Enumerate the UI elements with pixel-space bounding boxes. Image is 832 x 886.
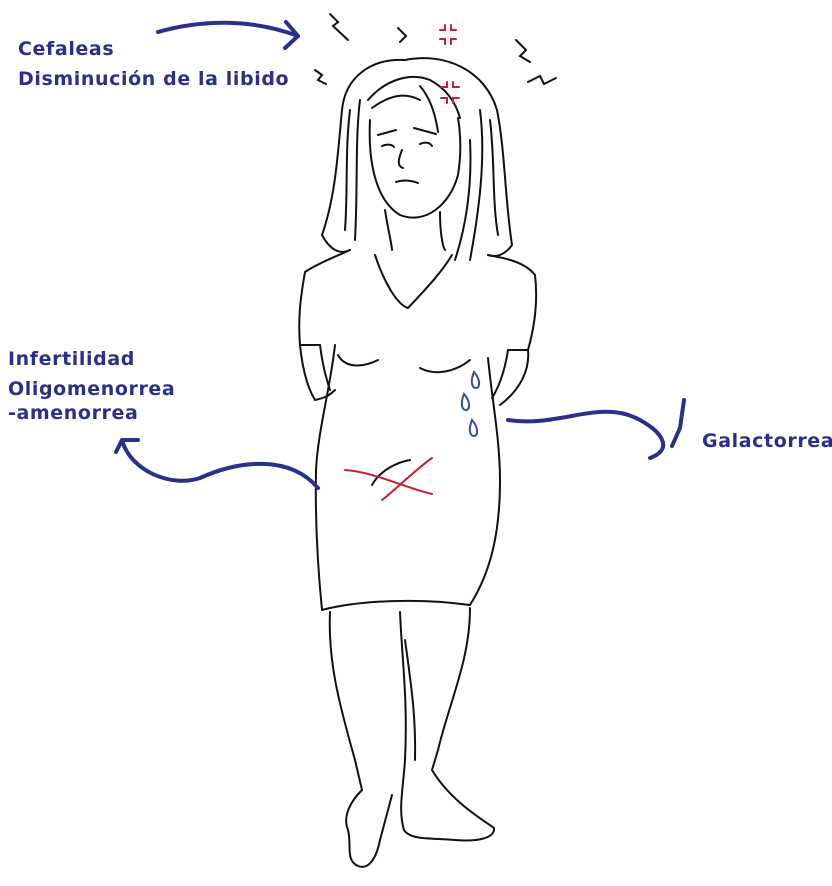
sweat-drop-icon — [470, 420, 477, 436]
foot-left — [346, 790, 392, 867]
stress-mark-icon — [315, 70, 326, 84]
stress-mark-icon — [398, 28, 406, 42]
stress-mark-icon — [330, 14, 348, 40]
stress-mark-icon — [516, 40, 530, 62]
anger-mark-icon — [440, 25, 456, 44]
stress-mark-icon — [528, 76, 556, 84]
sweat-drop-icon — [462, 394, 469, 410]
annotation-head: Cefaleas Disminución de la libido — [18, 34, 289, 94]
hair — [322, 60, 405, 252]
foot-right — [401, 760, 494, 841]
cross-mark-icon — [345, 458, 432, 500]
legs — [330, 612, 362, 790]
annotation-reproductive: Infertilidad Oligomenorrea -amenorrea — [8, 344, 175, 428]
arrow-icon — [122, 440, 318, 488]
label-infertilidad: Infertilidad — [8, 344, 175, 374]
anger-mark-icon — [441, 82, 459, 103]
annotation-breast: Galactorrea — [702, 426, 832, 456]
arrow-icon — [508, 412, 663, 458]
sweat-drop-icon — [472, 372, 479, 388]
label-libido: Disminución de la libido — [18, 64, 289, 94]
label-galactorrea: Galactorrea — [702, 426, 832, 456]
label-cefaleas: Cefaleas — [18, 34, 289, 64]
